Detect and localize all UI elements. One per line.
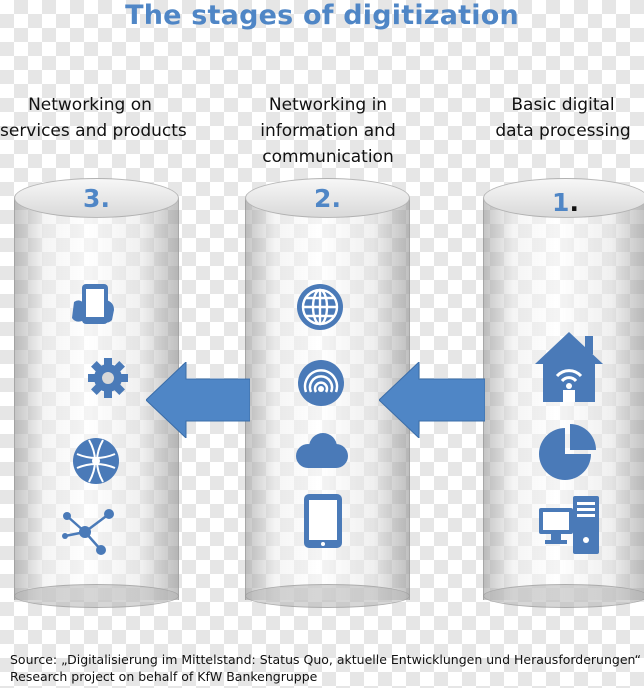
stage-3-number: 3.	[83, 184, 110, 213]
gear-icon	[86, 356, 130, 400]
stage-2-number: 2.	[314, 184, 341, 213]
cloud-icon	[292, 432, 350, 472]
smartphone-hand-icon	[70, 282, 118, 328]
network-nodes-icon	[61, 508, 117, 556]
stage-1-heading: Basic digital data processing	[495, 95, 631, 141]
page-title: The stages of digitization	[125, 0, 519, 31]
tablet-icon	[302, 492, 344, 550]
stage-1-number: 1.	[552, 188, 579, 217]
stage-3-heading: Networking on services and products	[0, 95, 187, 141]
globe-network-icon	[71, 436, 121, 486]
pie-chart-icon	[537, 422, 599, 482]
stage-2-heading: Networking in information and communicat…	[260, 95, 396, 167]
arrow-left-icon	[379, 362, 485, 438]
source-note: Source: „Digitalisierung im Mittelstand:…	[10, 652, 642, 684]
arrow-left-icon	[146, 362, 250, 438]
smart-home-icon	[533, 330, 605, 404]
globe-icon	[295, 282, 345, 332]
wireless-signal-icon	[296, 358, 346, 408]
desktop-computer-icon	[537, 494, 601, 556]
